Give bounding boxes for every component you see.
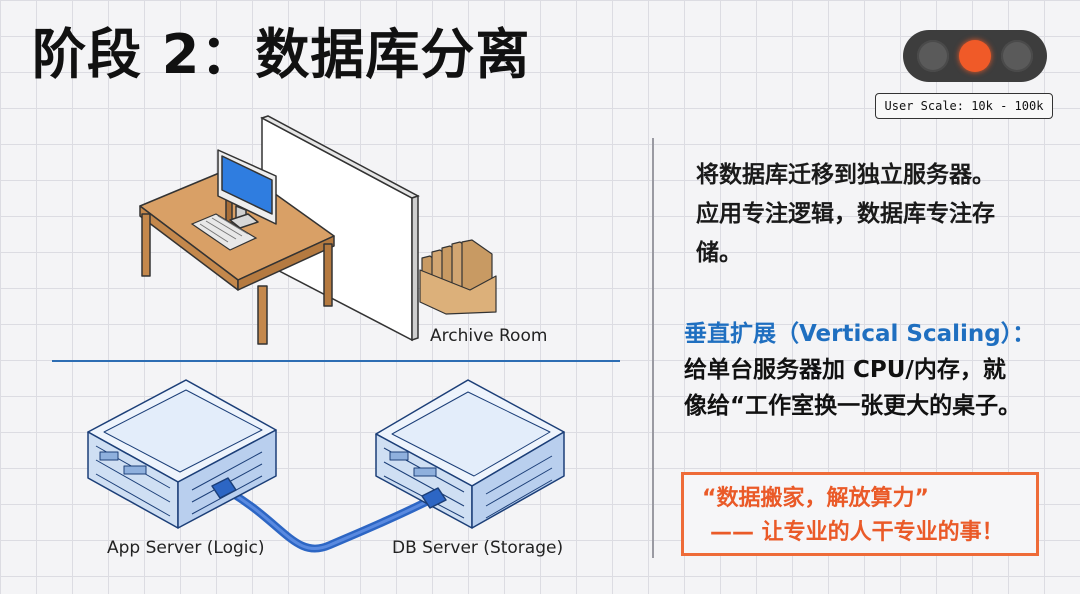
description-line: 将数据库迁移到独立服务器。 (696, 162, 995, 188)
traffic-light-off-lamp (1001, 40, 1033, 72)
vertical-scaling-heading: 垂直扩展（Vertical Scaling）： (684, 321, 1036, 347)
scaling-line: 给单台服务器加 CPU/内存，就 (684, 357, 1006, 383)
traffic-light-indicator (903, 30, 1047, 82)
monitor-icon (217, 149, 277, 229)
callout-box: “数据搬家，解放算力” —— 让专业的人干专业的事！ (681, 472, 1039, 556)
horizontal-divider (52, 360, 620, 362)
scaling-line: 像给“工作室换一张更大的桌子。 (684, 393, 1022, 419)
callout-quote: “数据搬家，解放算力” (702, 486, 929, 511)
db-server-icon (375, 379, 565, 529)
page-title: 阶段 2：数据库分离 (32, 23, 531, 86)
keyboard-icon (190, 213, 258, 251)
traffic-light-red-lamp (959, 40, 991, 72)
description-text: 将数据库迁移到独立服务器。 应用专注逻辑，数据库专注存 储。 (696, 156, 1046, 273)
archive-room-label: Archive Room (430, 326, 548, 346)
db-server-label: DB Server (Storage) (392, 538, 564, 558)
vertical-scaling-section: 垂直扩展（Vertical Scaling）： 给单台服务器加 CPU/内存，就… (684, 316, 1064, 424)
app-server-icon (87, 379, 277, 529)
traffic-light-off-lamp (917, 40, 949, 72)
user-scale-badge: User Scale: 10k - 100k (875, 93, 1053, 119)
architecture-illustration (87, 115, 565, 553)
folder-stack-icon (419, 239, 497, 315)
description-line: 应用专注逻辑，数据库专注存 (696, 201, 995, 227)
app-server-label: App Server (Logic) (107, 538, 265, 558)
callout-tagline: —— 让专业的人干专业的事！ (710, 520, 1004, 545)
description-line: 储。 (696, 240, 742, 266)
vertical-divider (652, 138, 654, 558)
